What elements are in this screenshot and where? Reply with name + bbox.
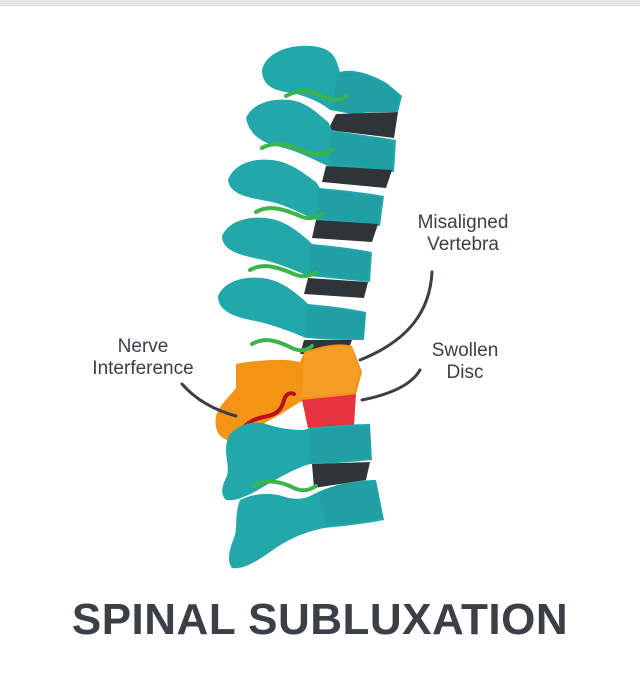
vertebra-5 [218,277,366,340]
vertebra-4 [222,217,372,282]
vertebra-1 [262,45,402,115]
swollen-disc-pointer [360,368,422,402]
disc-1 [328,112,398,138]
page-title: SPINAL SUBLUXATION [71,595,569,644]
nerve-interference-label: Nerve Interference [68,336,218,380]
vertebra-7 [228,480,384,569]
nerve-5 [250,338,314,353]
nerve-label-line2: Interference [92,358,194,379]
swollen-disc-label: Swollen Disc [410,340,520,384]
nerve-label-line1: Nerve [117,336,169,357]
misaligned-label-line1: Misaligned [417,212,509,233]
nerve-2 [260,142,334,157]
vertebra-2 [246,99,396,172]
nerve-4 [248,264,318,279]
vertebra-3 [228,159,384,226]
top-edge-bar [0,0,640,6]
disc-3 [312,220,378,242]
nerve-interference-pointer [180,382,238,418]
nerve-3 [254,206,324,221]
swollen-label-line1: Swollen [431,340,499,361]
irritated-nerve [238,391,296,434]
swollen-disc [302,394,356,428]
vertebra-6 [222,422,372,501]
misaligned-vertebra-pointer [358,270,434,362]
misaligned-vertebra-label: Misaligned Vertebra [398,212,528,256]
swollen-label-line2: Disc [446,362,484,383]
misaligned-label-line2: Vertebra [427,234,499,255]
disc-4 [304,278,368,298]
nerve-6 [252,479,318,493]
nerve-1 [284,89,348,103]
disc-2 [322,166,392,188]
